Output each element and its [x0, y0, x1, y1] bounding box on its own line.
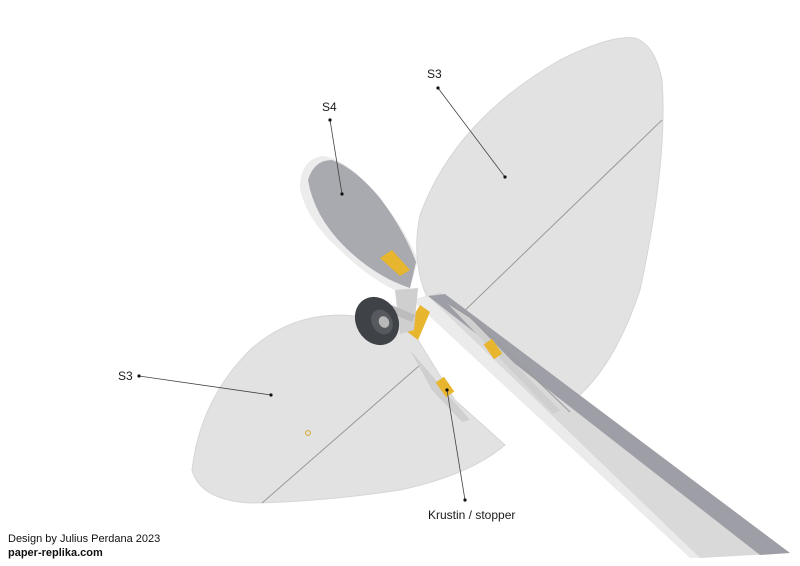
part-s3-right: [416, 37, 664, 411]
credit-designer: Design by Julius Perdana 2023: [8, 533, 161, 545]
label-krustin: Krustin / stopper: [428, 388, 515, 522]
label-s3-right: S3: [427, 67, 507, 179]
landing-gear: [354, 288, 418, 346]
yellow-fittings: [380, 250, 503, 398]
credit-website: paper-replika.com: [8, 547, 103, 559]
label-text-s4: S4: [322, 100, 337, 114]
part-s3-left: [191, 314, 506, 504]
label-text-s3-left: S3: [118, 369, 133, 383]
label-text-krustin: Krustin / stopper: [428, 508, 515, 522]
label-s4: S4: [322, 100, 344, 196]
label-s3-left: S3: [118, 369, 273, 397]
label-text-s3-right: S3: [427, 67, 442, 81]
